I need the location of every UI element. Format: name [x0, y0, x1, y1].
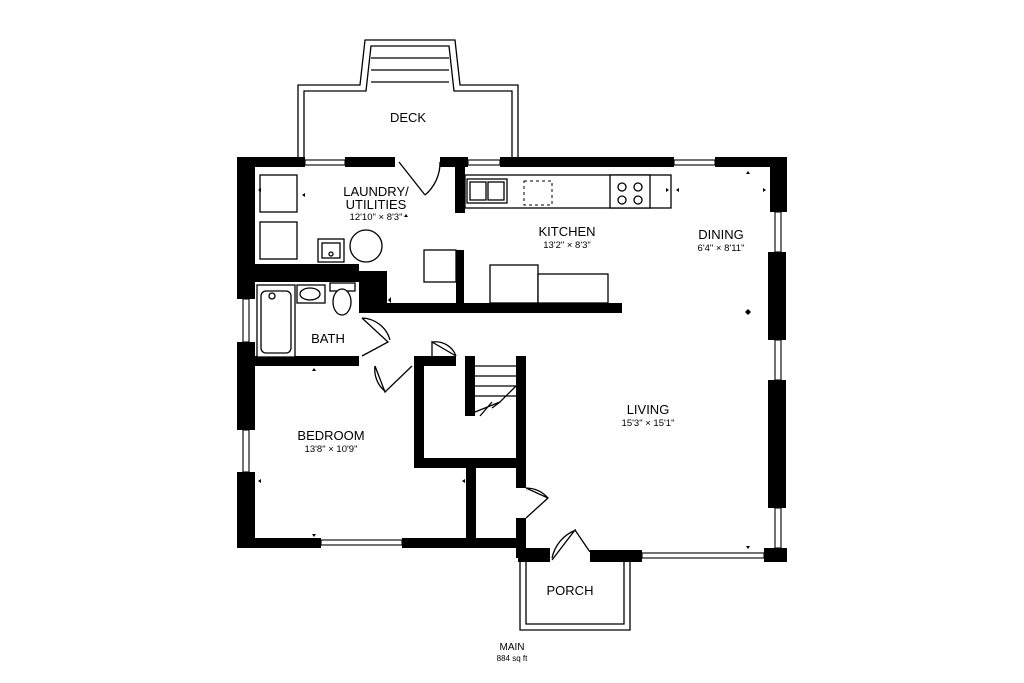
windows [242, 159, 782, 559]
bedroom-dimensions: 13'8" × 10'9" [305, 444, 358, 455]
bath-fixtures [256, 282, 356, 358]
living-label: LIVING [627, 402, 670, 417]
laundry-label-line2: UTILITIES [346, 197, 407, 212]
laundry-dimensions: 12'10" × 8'3" [350, 212, 403, 223]
dining-dimensions: 6'4" × 8'11" [698, 243, 745, 254]
bedroom-label: BEDROOM [297, 428, 364, 443]
floor-area: 884 sq ft [497, 654, 528, 663]
deck-label: DECK [390, 110, 426, 125]
deck [297, 39, 519, 160]
porch-label: PORCH [547, 583, 594, 598]
porch [519, 560, 631, 631]
kitchen-dimensions: 13'2" × 8'3" [543, 240, 591, 251]
stairs [474, 365, 517, 417]
doors [361, 161, 591, 561]
wall-markers [258, 171, 766, 549]
laundry-label-line1: LAUNDRY/ [343, 184, 409, 199]
floor-name: MAIN [500, 642, 525, 653]
living-dimensions: 15'3" × 15'1" [622, 418, 675, 429]
walls [237, 157, 787, 562]
laundry-fixtures [259, 174, 383, 263]
bath-label: BATH [311, 331, 345, 346]
kitchen-fixtures [423, 174, 672, 304]
kitchen-label: KITCHEN [538, 224, 595, 239]
dining-label: DINING [698, 227, 744, 242]
